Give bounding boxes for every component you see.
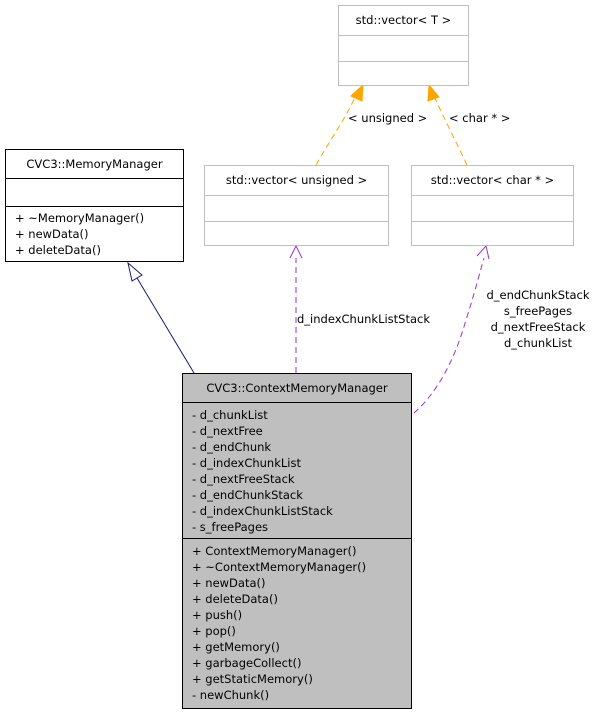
usage-arrowhead-char: [476, 244, 490, 260]
method-item: + getMemory(): [192, 640, 280, 654]
methods-section: [339, 61, 468, 85]
edge-label-line: d_nextFreeStack: [490, 320, 586, 334]
usage-edge-char: [413, 257, 485, 414]
edge-label-char-stack-members: d_endChunkStack s_freePages d_nextFreeSt…: [478, 287, 598, 351]
method-item: + deleteData(): [192, 592, 278, 606]
class-context-memory-manager: CVC3::ContextMemoryManager - d_chunkList…: [182, 373, 412, 709]
method-item: - newChunk(): [192, 688, 270, 702]
attributes-section: [412, 195, 573, 221]
edge-label-template-char: < char * >: [449, 111, 511, 125]
edge-label-line: d_chunkList: [503, 336, 572, 350]
template-edge-unsigned: [315, 94, 357, 166]
methods-section: + ContextMemoryManager() + ~ContextMemor…: [183, 538, 411, 703]
class-name: std::vector< T >: [355, 13, 452, 27]
template-edge-char: [433, 95, 468, 166]
attribute-item: - d_endChunkStack: [192, 488, 303, 502]
class-std-vector-char: std::vector< char * >: [411, 165, 574, 246]
inheritance-arrowhead: [127, 261, 143, 282]
attribute-item: - s_freePages: [192, 520, 269, 534]
class-memory-manager: CVC3::MemoryManager + ~MemoryManager() +…: [5, 149, 184, 262]
template-arrowhead-char: [427, 83, 440, 102]
methods-section: [412, 221, 573, 245]
class-std-vector-t: std::vector< T >: [338, 5, 469, 86]
method-item: + newData(): [15, 227, 89, 241]
attributes-section: [6, 178, 183, 206]
attribute-item: - d_indexChunkList: [192, 456, 301, 470]
attribute-item: - d_chunkList: [192, 408, 268, 422]
method-item: + push(): [192, 608, 243, 622]
methods-section: + ~MemoryManager() + newData() + deleteD…: [6, 206, 183, 258]
edge-label-index-chunk-list-stack: d_indexChunkListStack: [297, 312, 431, 326]
methods-section: [205, 221, 388, 245]
class-name: CVC3::ContextMemoryManager: [206, 381, 388, 395]
method-item: + ContextMemoryManager(): [192, 544, 357, 558]
class-std-vector-unsigned: std::vector< unsigned >: [204, 165, 389, 246]
method-item: + ~ContextMemoryManager(): [192, 560, 367, 574]
attributes-section: - d_chunkList - d_nextFree - d_endChunk …: [183, 402, 411, 538]
method-item: + deleteData(): [15, 243, 101, 257]
method-item: + garbageCollect(): [192, 656, 302, 670]
method-item: + pop(): [192, 624, 236, 638]
attribute-item: - d_nextFreeStack: [192, 472, 295, 486]
inheritance-edge: [136, 277, 195, 374]
attribute-item: - d_indexChunkListStack: [192, 504, 333, 518]
method-item: + getStaticMemory(): [192, 672, 313, 686]
edge-label-template-unsigned: < unsigned >: [348, 111, 428, 125]
template-arrowhead-unsigned: [350, 83, 364, 102]
attributes-section: [339, 35, 468, 61]
attribute-item: - d_nextFree: [192, 424, 263, 438]
method-item: + newData(): [192, 576, 266, 590]
attributes-section: [205, 195, 388, 221]
usage-arrowhead-unsigned: [289, 244, 303, 259]
class-name: std::vector< char * >: [430, 173, 555, 187]
class-name: CVC3::MemoryManager: [26, 157, 163, 171]
edge-label-line: s_freePages: [503, 304, 573, 318]
method-item: + ~MemoryManager(): [15, 211, 145, 225]
edge-label-line: d_endChunkStack: [486, 288, 590, 302]
class-name: std::vector< unsigned >: [225, 173, 368, 187]
attribute-item: - d_endChunk: [192, 440, 272, 454]
